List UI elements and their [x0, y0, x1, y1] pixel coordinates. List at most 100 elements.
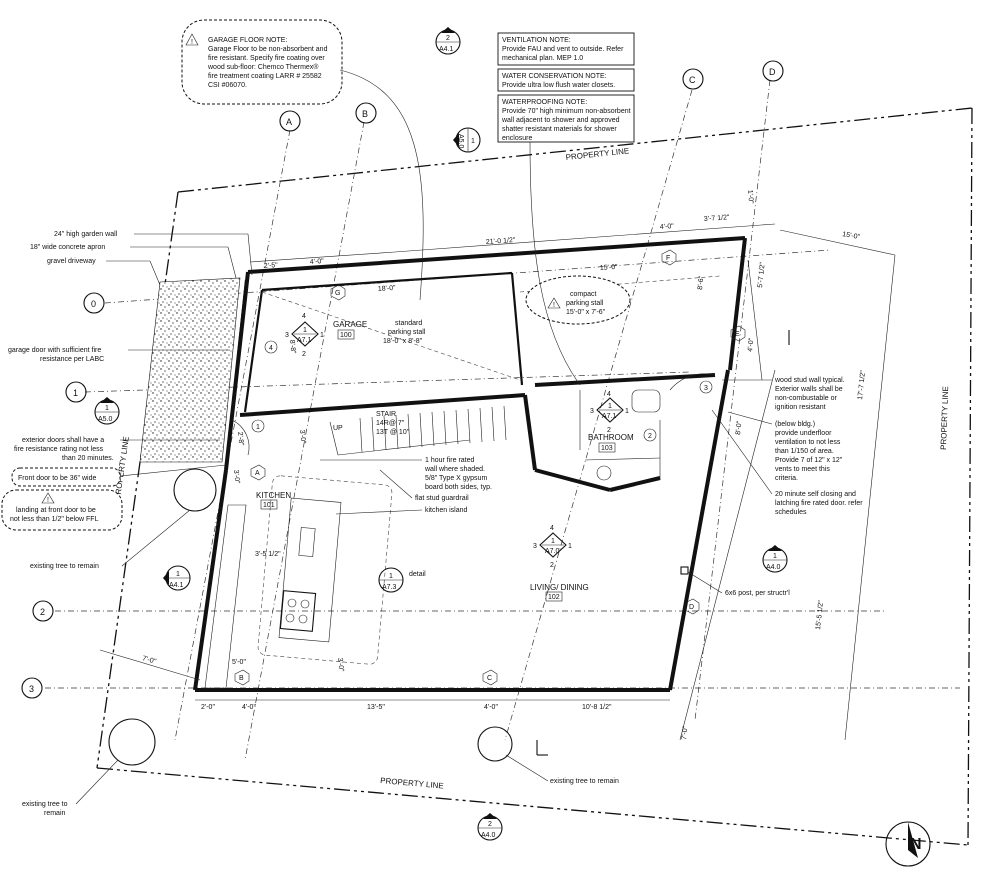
svg-text:A4.0: A4.0: [766, 564, 781, 571]
garage-number: 100: [340, 332, 352, 339]
svg-text:1: 1: [320, 332, 324, 339]
svg-text:1: 1: [303, 327, 307, 334]
stair-treads: [359, 405, 507, 453]
kitchen-name: KITCHEN: [256, 491, 291, 500]
svg-text:(below bldg.): (below bldg.): [775, 421, 815, 428]
bathroom-number: 103: [601, 445, 613, 452]
svg-text:existing tree to: existing tree to: [22, 801, 68, 808]
elevation-tag-bath: 1 A7.1 4 3 1 2: [590, 391, 629, 434]
svg-text:Garage Floor to be non-absorbe: Garage Floor to be non-absorbent and: [208, 46, 328, 53]
building-walls: [193, 236, 747, 692]
svg-text:enclosure: enclosure: [502, 135, 532, 142]
svg-text:1: 1: [773, 553, 777, 560]
compact-stall-line: [519, 275, 721, 293]
svg-text:B: B: [239, 675, 244, 682]
dim-bottom-1: 2'-0": [201, 704, 215, 711]
post-6x6: [680, 566, 689, 575]
svg-text:gravel driveway: gravel driveway: [47, 258, 96, 265]
marker-3: 3: [699, 380, 713, 394]
svg-text:A4.0: A4.0: [481, 832, 496, 839]
svg-text:not less than 1/2" below FFL: not less than 1/2" below FFL: [10, 516, 99, 523]
svg-text:6x6 post, per structr'l: 6x6 post, per structr'l: [725, 590, 790, 597]
svg-text:1: 1: [471, 138, 475, 145]
svg-text:kitchen island: kitchen island: [425, 507, 468, 514]
svg-text:Provide 7 of 12" x 12": Provide 7 of 12" x 12": [775, 457, 843, 464]
elevation-tag-garage: 1 A7.1 4 3 1 2: [285, 313, 324, 358]
dim-left-8: 3'-0": [336, 657, 344, 672]
detail-mark: 1 A7.3 detail: [378, 567, 426, 593]
svg-text:1 hour fire rated: 1 hour fire rated: [425, 457, 475, 464]
svg-text:2: 2: [488, 821, 492, 828]
svg-text:flat stud guardrail: flat stud guardrail: [415, 495, 469, 502]
dim-right-6: 7'-0": [681, 725, 689, 740]
svg-text:2: 2: [302, 351, 306, 358]
left-callouts: 24" high garden wall 18" wide concrete a…: [1, 231, 253, 817]
svg-text:D: D: [769, 67, 776, 77]
svg-text:fire resistant. Specify fire: fire resistant. Specify fire coating ove…: [208, 55, 325, 62]
dim-left-7: 3'-0": [232, 469, 240, 484]
section-mark-left: 1 A5.0: [94, 397, 120, 425]
svg-text:!: !: [191, 39, 193, 46]
svg-text:VENTILATION NOTE:: VENTILATION NOTE:: [502, 37, 571, 44]
right-callouts: wood stud wall typical. Exterior walls s…: [505, 377, 863, 785]
svg-text:2: 2: [446, 35, 450, 42]
gravel-driveway-hatch: [139, 277, 241, 463]
svg-text:GARAGE FLOOR NOTE:: GARAGE FLOOR NOTE:: [208, 37, 287, 44]
svg-text:wall adjacent to shower and ap: wall adjacent to shower and approved: [501, 117, 620, 124]
dim-right-1: 5'-7 1/2": [757, 261, 767, 288]
elevation-tag-living: 1 A7.0 4 3 1 2: [533, 525, 572, 569]
svg-text:F: F: [666, 255, 670, 262]
svg-text:A: A: [286, 117, 292, 127]
svg-text:G: G: [335, 290, 340, 297]
svg-text:CSI #06070.: CSI #06070.: [208, 82, 247, 89]
marker-b: B: [234, 669, 250, 686]
stair-label: STAIR: [376, 411, 396, 418]
svg-text:board both sides, typ.: board both sides, typ.: [425, 484, 492, 491]
dim-bottom-2: 4'-0": [242, 704, 256, 711]
stair-up: UP: [333, 425, 343, 432]
dim-left-2: 5'-0": [232, 659, 246, 666]
svg-text:3: 3: [704, 385, 708, 392]
svg-text:20 minute self closing and: 20 minute self closing and: [775, 491, 856, 498]
kitchen-fixtures: [204, 475, 393, 689]
svg-text:Exterior walls shall be: Exterior walls shall be: [775, 386, 843, 393]
svg-text:schedules: schedules: [775, 509, 807, 516]
svg-text:existing tree to remain: existing tree to remain: [550, 778, 619, 785]
svg-text:landing at front door to be: landing at front door to be: [16, 507, 96, 514]
svg-text:criteria.: criteria.: [775, 475, 798, 482]
dim-left-3: 3'-5 1/2": [255, 551, 281, 558]
svg-text:Provide 70" high minimum non-a: Provide 70" high minimum non-absorbent: [502, 108, 631, 115]
kitchen-number: 101: [263, 502, 275, 509]
svg-text:resistance per LABC: resistance per LABC: [40, 356, 104, 363]
svg-text:Provide FAU and vent to outsi: Provide FAU and vent to outside. Refer: [502, 46, 624, 53]
svg-text:4: 4: [550, 525, 554, 532]
svg-text:Front door to be 36" wide: Front door to be 36" wide: [18, 475, 96, 482]
svg-text:remain: remain: [44, 810, 66, 817]
svg-text:wood sub-floor: Chemco Thermex: wood sub-floor: Chemco Thermex®: [207, 63, 319, 71]
svg-text:3: 3: [590, 408, 594, 415]
svg-text:2: 2: [607, 427, 611, 434]
north-label: N: [910, 836, 922, 853]
marker-1: 1: [251, 419, 265, 433]
svg-text:D: D: [689, 604, 694, 611]
svg-text:1: 1: [389, 573, 393, 580]
standard-stall-line-1: standard: [395, 320, 422, 327]
compact-stall-line-2: parking stall: [566, 300, 604, 307]
svg-text:4: 4: [302, 313, 306, 320]
svg-text:exterior doors shall have a: exterior doors shall have a: [22, 437, 104, 444]
grid-bubble-0: 0: [83, 292, 105, 314]
svg-text:1: 1: [608, 403, 612, 410]
grid-bubble-1: 1: [65, 381, 87, 403]
grid-bubble-2: 2: [32, 600, 54, 622]
grid-bubble-a: A: [279, 110, 301, 132]
svg-text:fire resistance rating not les: fire resistance rating not less: [14, 446, 104, 453]
dim-left-4: 8'-8": [288, 339, 296, 354]
svg-text:Provide ultra low flush water: Provide ultra low flush water closets.: [502, 82, 615, 89]
grid-bubble-3: 3: [21, 677, 43, 699]
svg-text:5/8" Type X gypsum: 5/8" Type X gypsum: [425, 475, 487, 482]
svg-text:2: 2: [40, 607, 45, 617]
svg-text:2: 2: [648, 433, 652, 440]
svg-text:3: 3: [285, 332, 289, 339]
stair-treads-label: 13T @ 10": [376, 429, 410, 436]
svg-text:garage door with sufficient fi: garage door with sufficient fire: [8, 347, 101, 354]
